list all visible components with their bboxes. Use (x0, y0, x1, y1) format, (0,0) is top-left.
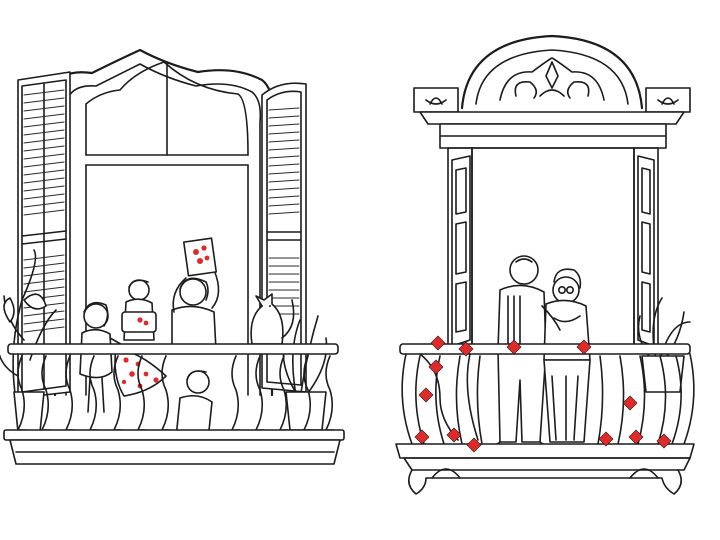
family-figures (79, 237, 220, 441)
left-balcony (0, 48, 345, 465)
red-dotted-sign (182, 237, 218, 277)
left-railing (3, 343, 345, 465)
red-diamond-drape (414, 335, 672, 453)
ornate-pediment (413, 34, 691, 125)
classic-window-frame (439, 123, 667, 349)
cat (250, 293, 295, 345)
elderly-couple (491, 255, 591, 449)
arched-window-frame (53, 48, 274, 397)
potted-plant (637, 297, 691, 393)
red-dotted-flag (114, 347, 167, 397)
right-balcony (395, 34, 695, 495)
